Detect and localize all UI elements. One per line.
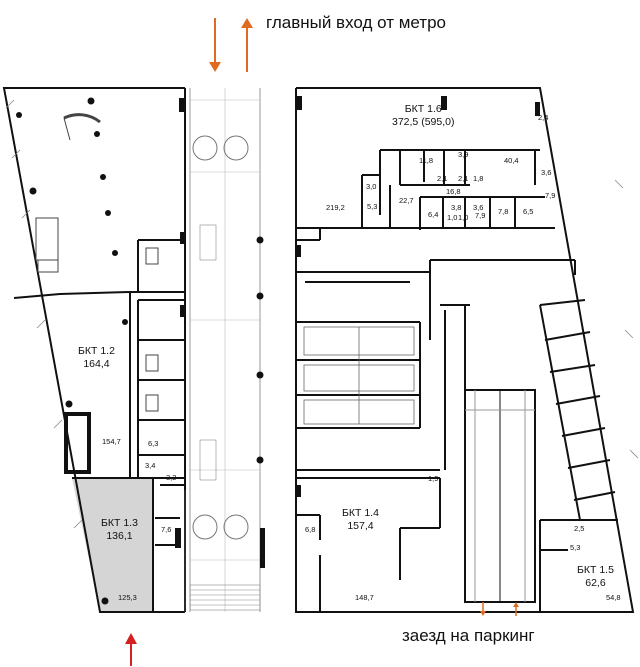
columns [16,97,264,605]
unit-1-2-area: 164,4 [83,358,110,370]
right-walls-middle [296,228,576,612]
unit-1-3-label: БКТ 1.3 136,1 [101,517,138,543]
room-area: 3,4 [145,461,156,470]
wall-pillars [175,96,540,568]
unit-1-5-name: БКТ 1.5 [577,564,614,576]
room-area: 2,1 [437,174,448,183]
room-area: 6,4 [428,210,439,219]
room-area: 6,8 [305,525,316,534]
unit-1-3-name: БКТ 1.3 [101,517,138,529]
right-walls-upper [296,149,555,230]
room-area: 2,5 [574,524,585,533]
room-area: 3,2 [166,473,177,482]
room-area: 16,8 [446,187,461,196]
room-area: 7,9 [545,191,556,200]
room-area: 7,9 [475,211,486,220]
left-walls [13,239,185,612]
room-area: 5,3 [367,202,378,211]
room-area: 3,6 [473,203,484,212]
room-area: 1,9 [428,474,439,483]
room-area: 2,4 [538,113,549,122]
atrium-features [192,135,249,540]
unit-1-3-area: 136,1 [106,530,133,542]
room-area: 1,8 [473,174,484,183]
room-area: 219,2 [326,203,345,212]
left-details [35,113,186,612]
main-entrance-caption: главный вход от метро [266,13,446,32]
room-area: 11,8 [419,156,434,165]
perimeter-windows [5,99,639,529]
room-area: 3,6 [541,168,552,177]
right-building-outline [295,87,635,613]
unit-1-5-area: 62,6 [585,577,606,589]
unit-1-6-name: БКТ 1.6 [404,103,442,115]
entrance-arrows [209,18,253,72]
room-area: 3,8 [451,203,462,212]
room-area: 3,9 [458,150,469,159]
unit-1-6-label: БКТ 1.6 372,5 (595,0) [392,103,454,129]
room-area: 148,7 [355,593,374,602]
kiosk-box [64,412,91,474]
unit-1-4-area: 157,4 [347,520,374,532]
unit-1-4-name: БКТ 1.4 [342,507,379,519]
room-area: 7,8 [498,207,509,216]
parking-bays [539,299,618,612]
room-area: 6,5 [523,207,534,216]
room-area: 1,0 [458,213,469,222]
unit-1-6-area: 372,5 (595,0) [392,116,455,128]
unit-1-2-name: БКТ 1.2 [78,345,115,357]
unit-1-4-label: БКТ 1.4 157,4 [342,507,379,533]
atrium-grid [190,88,260,612]
parking-arrows [480,602,519,616]
room-area: 1,0 [447,213,458,222]
unit-entrance-arrow [125,633,137,666]
room-area: 125,3 [118,593,137,602]
parking-entrance-caption: заезд на паркинг [402,626,535,645]
parking-ramp [464,389,536,603]
room-area: 3,0 [366,182,377,191]
corridor-detail [303,326,415,425]
unit-1-5-label: БКТ 1.5 62,6 [577,564,614,590]
room-area: 54,8 [606,593,621,602]
room-area: 5,3 [570,543,581,552]
atrium-stairs [189,224,261,611]
room-area: 40,4 [504,156,519,165]
room-area: 154,7 [102,437,121,446]
room-area: 22,7 [399,196,414,205]
room-area: 2,1 [458,174,469,183]
room-area: 7,6 [161,525,172,534]
room-area: 6,3 [148,439,159,448]
unit-1-2-label: БКТ 1.2 164,4 [78,345,115,371]
unit-1-3-highlight [72,478,153,612]
